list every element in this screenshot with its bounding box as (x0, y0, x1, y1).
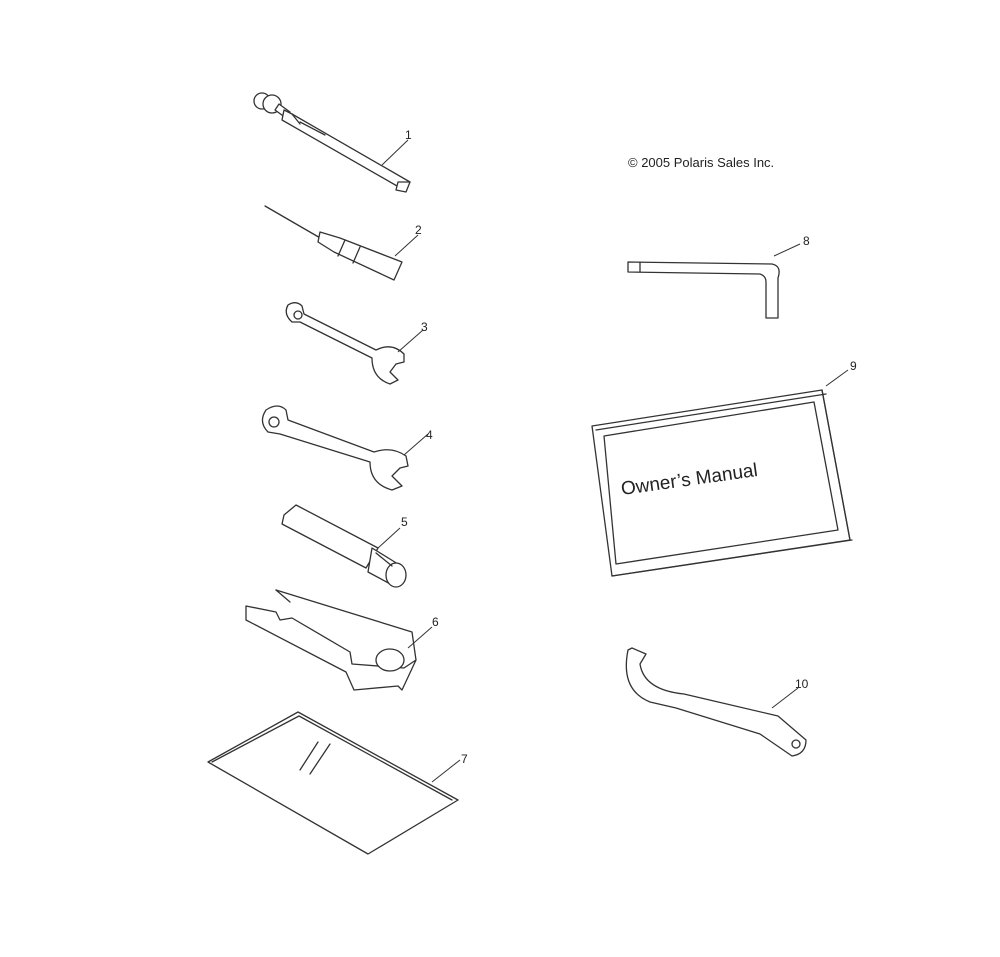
part-number-3: 3 (421, 320, 428, 334)
part-number-4: 4 (426, 428, 433, 442)
socket-handle-bar-icon (245, 589, 417, 691)
copyright-notice: © 2005 Polaris Sales Inc. (628, 155, 775, 170)
tool-pouch-bag-icon (207, 711, 459, 855)
part-number-10: 10 (795, 677, 809, 691)
allen-key-icon (627, 261, 780, 319)
part-number-8: 8 (803, 234, 810, 248)
large-wrench-icon (261, 405, 409, 491)
tire-pressure-gauge-icon (253, 92, 411, 193)
part-number-2: 2 (415, 223, 422, 237)
part-number-6: 6 (432, 615, 439, 629)
part-number-1: 1 (405, 128, 412, 142)
screwdriver-icon (264, 205, 403, 281)
spark-plug-socket-icon (281, 504, 407, 588)
owners-manual-icon: Owner’s Manual (591, 389, 853, 577)
small-wrench-icon (285, 302, 405, 385)
part-number-9: 9 (850, 359, 857, 373)
part-number-5: 5 (401, 515, 408, 529)
spanner-hook-wrench-icon (625, 647, 807, 757)
part-number-7: 7 (461, 752, 468, 766)
